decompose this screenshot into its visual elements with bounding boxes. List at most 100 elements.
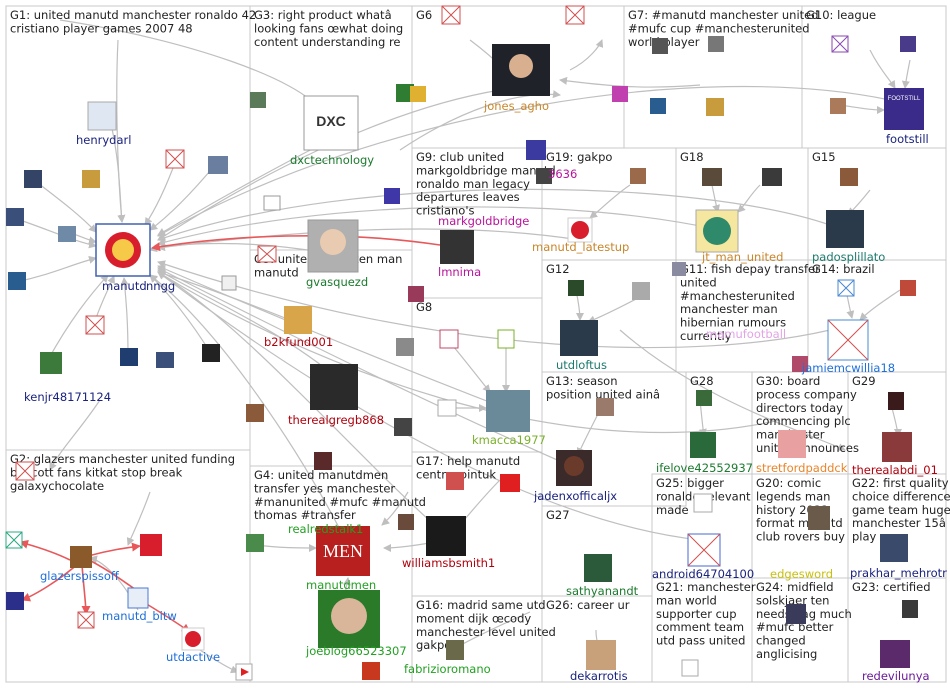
node-label-fabrizioromano[interactable]: fabrizioromano [404,662,491,676]
user-avatar[interactable] [246,404,264,422]
user-avatar[interactable] [362,662,380,680]
user-avatar[interactable] [398,514,414,530]
user-avatar[interactable] [246,534,264,552]
node-label-redevilunya[interactable]: redevilunya [862,669,930,683]
node-label-henrydarl[interactable]: henrydarl [76,133,131,147]
node-label-manutd-bitw[interactable]: manutd_bitw [102,609,177,623]
node-label-sathyanandt[interactable]: sathyanandt [566,584,639,598]
user-avatar[interactable] [221,275,237,291]
node-label-stretfordpaddck[interactable]: stretfordpaddck [756,461,848,475]
node-label-manutdmen[interactable]: manutdmen [306,578,376,592]
therealabdi-01-avatar[interactable] [882,432,912,462]
node-label-android64704100[interactable]: android64704100 [652,567,754,581]
padosplillato-avatar[interactable] [826,210,864,248]
node-label-jones-agho[interactable]: jones_agho [483,99,549,113]
user-avatar[interactable] [202,344,220,362]
user-avatar[interactable] [497,329,515,349]
node-label-dekarrotis[interactable]: dekarrotis [570,669,628,683]
prakhar-mehrotr-avatar[interactable] [880,534,908,562]
node-label-manutd[interactable]: manutd [102,279,147,293]
user-avatar[interactable] [156,352,174,368]
user-avatar[interactable] [830,98,846,114]
user-avatar[interactable] [808,506,830,530]
user-avatar[interactable] [6,592,24,610]
user-avatar[interactable] [446,640,464,660]
sathyanandt-avatar[interactable] [584,554,612,582]
user-avatar[interactable] [396,84,414,102]
henrydarl-avatar[interactable] [87,101,117,131]
user-avatar[interactable] [410,86,426,102]
user-avatar[interactable] [384,188,400,204]
node-label-3636[interactable]: 3636 [548,167,577,181]
user-avatar[interactable] [632,282,650,300]
node-label-footstill[interactable]: footstill [886,132,929,146]
node-label-ifelove42552937[interactable]: ifelove42552937 [656,461,753,475]
node-label-prakhar-mehrotr[interactable]: prakhar_mehrotr [850,566,947,580]
user-avatar[interactable] [650,98,666,114]
user-avatar[interactable] [208,156,228,174]
user-avatar[interactable] [888,392,904,410]
user-avatar[interactable] [439,329,459,349]
node-label-edgesword[interactable]: edgesword [770,567,833,581]
user-avatar[interactable] [446,472,464,490]
node-label-therealabdi-01[interactable]: therealabdi_01 [852,463,938,477]
user-avatar[interactable] [762,168,782,186]
user-avatar[interactable] [120,348,138,366]
user-avatar[interactable] [702,168,722,186]
manutdmen-avatar[interactable] [316,526,370,576]
user-avatar[interactable] [900,280,916,296]
b2kfund001-avatar[interactable] [284,306,312,334]
user-avatar[interactable] [500,474,520,492]
user-avatar[interactable] [263,195,281,211]
user-avatar[interactable] [58,226,76,242]
user-avatar[interactable] [568,280,584,296]
user-avatar[interactable] [437,399,457,417]
user-avatar[interactable] [24,170,42,188]
node-label-kenjr48171124[interactable]: kenjr48171124 [24,390,111,404]
node-label-utdloftus[interactable]: utdloftus [556,358,607,372]
node-label-gvasquezd[interactable]: gvasquezd [306,275,368,289]
user-avatar[interactable] [708,36,724,52]
user-avatar[interactable] [40,352,62,374]
user-avatar[interactable] [6,208,24,226]
user-avatar[interactable] [408,286,424,302]
user-avatar[interactable] [672,262,686,276]
utdloftus-avatar[interactable] [560,320,598,356]
node-label-williamsbsmith1[interactable]: williamsbsmith1 [402,556,495,570]
node-label-therealgregb868[interactable]: therealgregb868 [288,413,384,427]
user-avatar[interactable] [612,86,628,102]
user-avatar[interactable] [250,92,266,108]
node-label-utdactive[interactable]: utdactive [166,650,220,664]
user-avatar[interactable] [396,338,414,356]
therealgregb868-avatar[interactable] [310,364,358,410]
williamsbsmith1-avatar[interactable] [426,516,466,556]
user-avatar[interactable] [536,168,552,184]
node-label-jt-man-united[interactable]: jt_man_united [701,250,783,264]
user-avatar[interactable] [696,390,712,406]
redevilunya-avatar[interactable] [880,640,910,668]
node-label-joeblog66523307[interactable]: joeblog66523307 [305,644,407,658]
footstill-avatar[interactable] [884,88,924,130]
node-label-b2kfund001[interactable]: b2kfund001 [264,335,333,349]
user-avatar[interactable] [681,659,699,677]
manutd-bitw-avatar[interactable] [127,587,149,609]
user-avatar[interactable] [630,168,646,184]
node-label-mamufootball[interactable]: mamufootball [706,327,786,341]
dekarrotis-avatar[interactable] [586,640,616,670]
user-avatar[interactable] [314,452,332,470]
node-label-kmacca1977[interactable]: kmacca1977 [472,433,546,447]
user-avatar[interactable] [902,600,918,618]
user-avatar[interactable] [596,398,614,416]
node-label-glazerspissoff[interactable]: glazerspissoff [40,569,120,583]
stretfordpaddck-avatar[interactable] [778,430,806,458]
user-avatar[interactable] [792,356,808,372]
user-avatar[interactable] [652,38,668,54]
node-label-nngg[interactable]: nngg [146,279,175,293]
node-label-padosplillato[interactable]: padosplillato [812,250,885,264]
node-label-dxctechnology[interactable]: dxctechnology [290,153,374,167]
user-avatar[interactable] [8,272,26,290]
ifelove42552937-avatar[interactable] [690,432,716,458]
user-avatar[interactable] [394,418,412,436]
node-label-lmnima[interactable]: lmnima [438,265,481,279]
node-label-jamiemcwillia18[interactable]: jamiemcwillia18 [801,361,895,375]
